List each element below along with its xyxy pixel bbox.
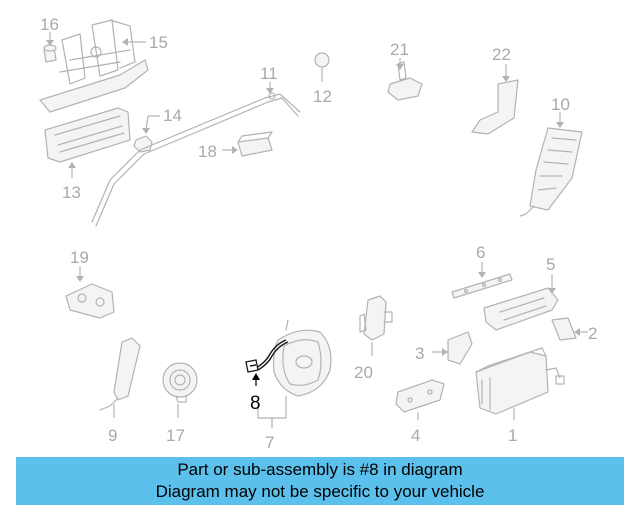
label-6: 6: [476, 243, 485, 262]
part-22-bracket[interactable]: 22: [471, 45, 519, 135]
part-14-nut[interactable]: 14: [133, 106, 182, 153]
label-21: 21: [390, 40, 409, 59]
part-8-wire-harness[interactable]: 8: [245, 339, 289, 414]
part-5-bracket[interactable]: 5: [483, 255, 559, 331]
part-19-bracket[interactable]: 19: [65, 248, 115, 319]
label-18: 18: [198, 142, 217, 161]
part-21-sensor[interactable]: 21: [387, 40, 423, 101]
part-3-bracket[interactable]: 3: [415, 331, 473, 365]
label-22: 22: [492, 45, 511, 64]
label-1: 1: [508, 426, 517, 445]
label-12: 12: [313, 87, 332, 106]
label-15: 15: [149, 33, 168, 52]
part-20-sensor[interactable]: 20: [354, 295, 393, 382]
banner-line-2: Diagram may not be specific to your vehi…: [155, 482, 485, 501]
label-8: 8: [250, 393, 261, 414]
part-6-bracket-strip[interactable]: 6: [451, 243, 513, 299]
label-19: 19: [70, 248, 89, 267]
part-13-knee-panel[interactable]: 13: [44, 107, 131, 202]
label-3: 3: [415, 344, 424, 363]
label-17: 17: [166, 426, 185, 445]
info-banner: Part or sub-assembly is #8 in diagram Di…: [16, 457, 624, 505]
label-7: 7: [265, 433, 274, 452]
part-4-bracket[interactable]: 4: [395, 379, 445, 445]
label-2: 2: [588, 324, 597, 343]
label-10: 10: [551, 95, 570, 114]
part-15-bracket[interactable]: 15: [39, 19, 168, 113]
part-16-clip[interactable]: 16: [40, 15, 59, 63]
label-9: 9: [108, 426, 117, 445]
part-10-side-airbag[interactable]: 10: [519, 95, 583, 217]
label-5: 5: [546, 255, 555, 274]
part-2-bracket[interactable]: 2: [551, 317, 597, 343]
part-9-sensor[interactable]: 9: [99, 337, 141, 445]
parts-diagram: 16 15 13 14 11: [39, 15, 597, 452]
label-20: 20: [354, 363, 373, 382]
label-13: 13: [62, 183, 81, 202]
part-18-sensor[interactable]: 18: [198, 131, 273, 161]
label-14: 14: [163, 106, 182, 125]
part-17-clock-spring[interactable]: 17: [162, 362, 198, 445]
part-7-driver-airbag[interactable]: 7: [257, 319, 332, 452]
part-1-passenger-airbag[interactable]: 1: [475, 347, 565, 445]
banner-line-1: Part or sub-assembly is #8 in diagram: [177, 460, 463, 479]
label-11: 11: [260, 64, 278, 83]
part-12-cap[interactable]: 12: [313, 52, 332, 106]
part-11-curtain-airbag[interactable]: 11: [91, 64, 301, 227]
label-4: 4: [411, 426, 420, 445]
label-16: 16: [40, 15, 59, 34]
